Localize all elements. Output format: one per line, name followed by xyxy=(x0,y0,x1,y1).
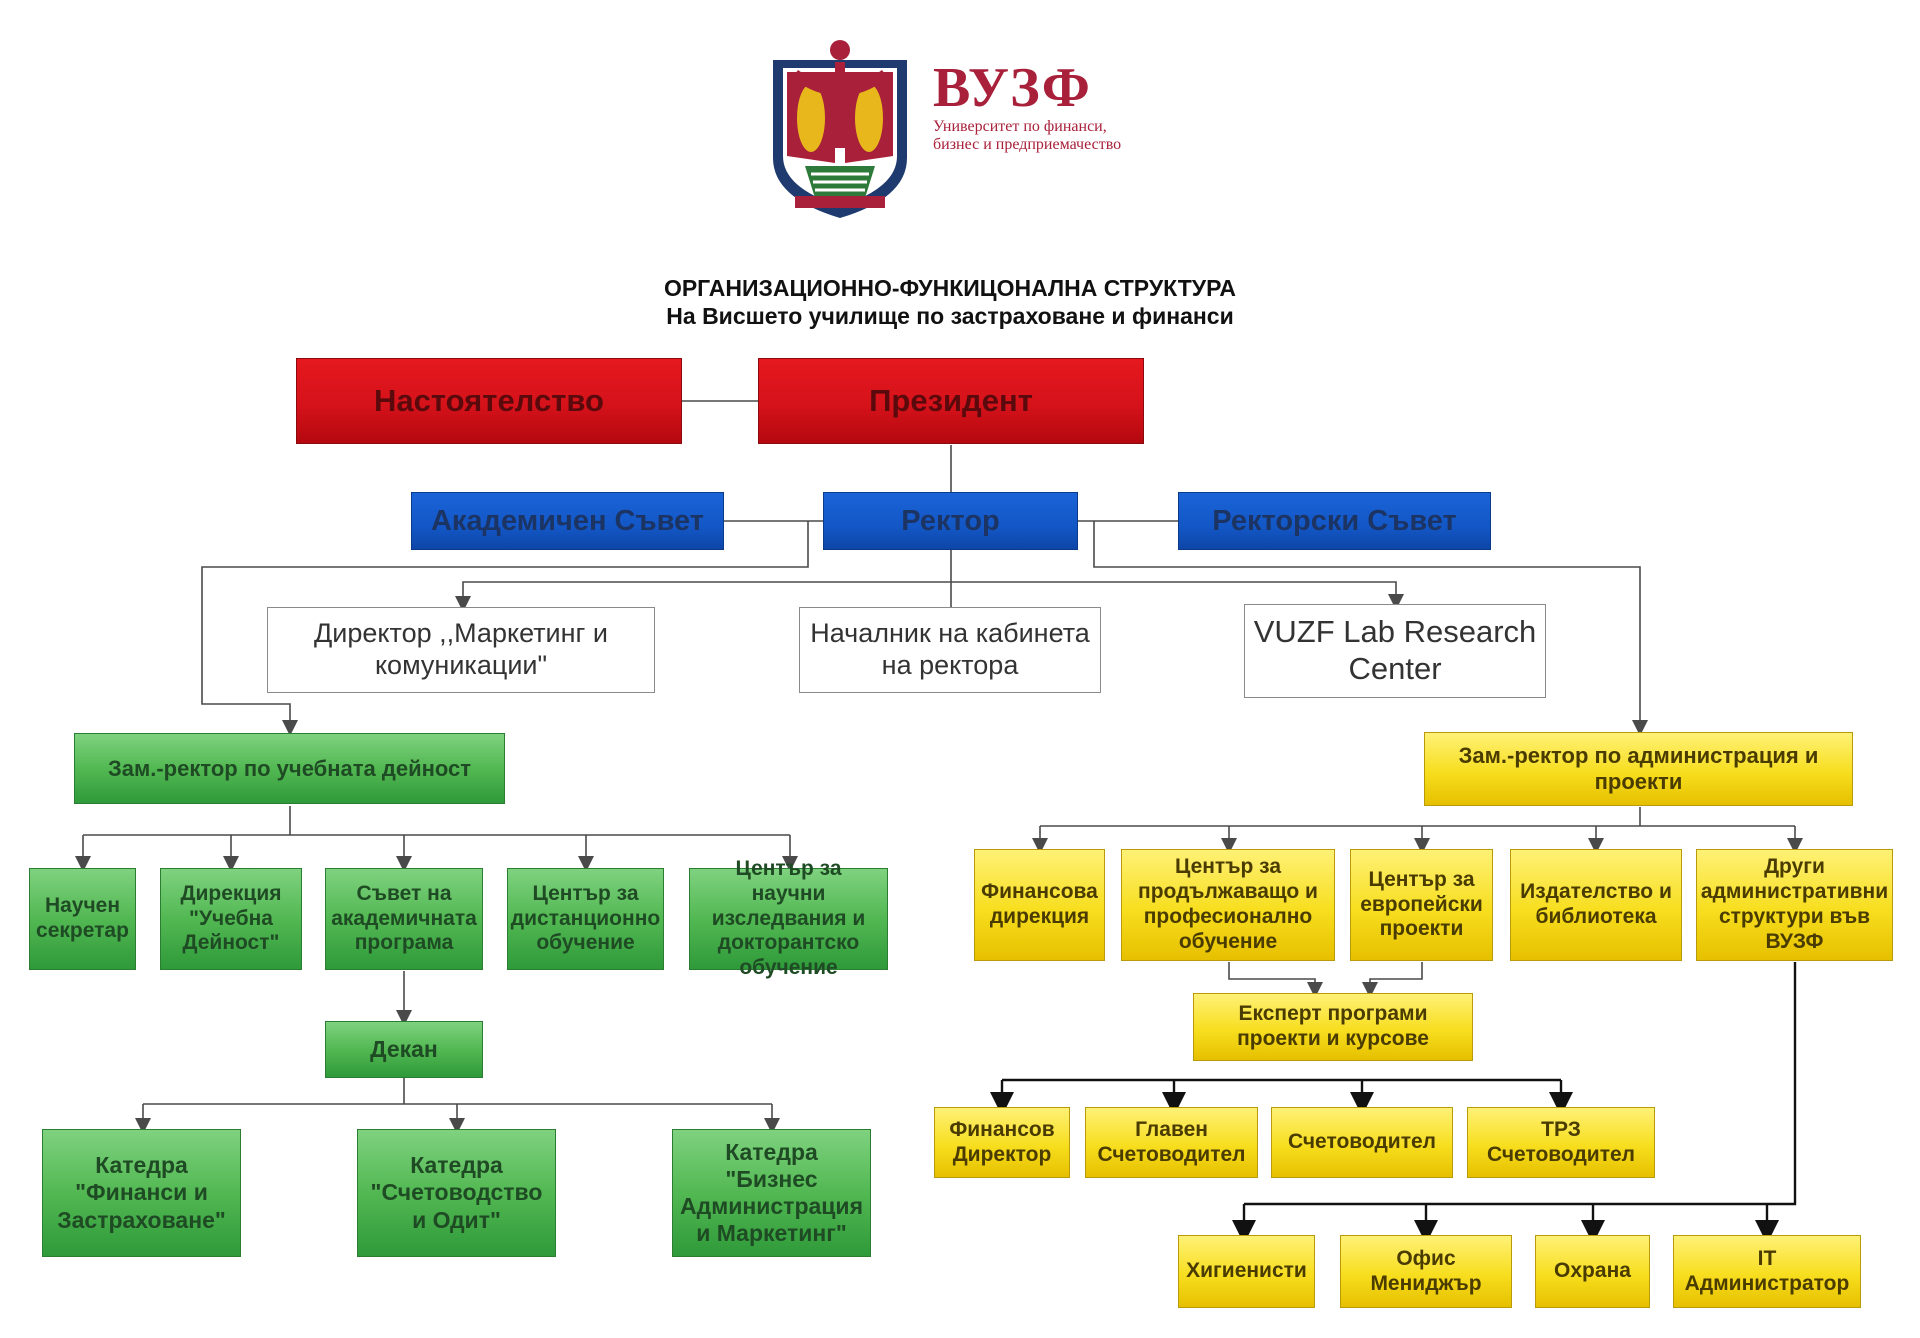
logo-abbreviation: ВУЗФ xyxy=(933,57,1092,119)
node-finance-staff: Финансов Директор xyxy=(934,1107,1070,1178)
node-academic-council: Академичен Съвет xyxy=(411,492,724,550)
node-support-staff: Офис Мениджър xyxy=(1340,1235,1512,1308)
chart-subtitle: На Висшето училище по застраховане и фин… xyxy=(666,303,1234,329)
node-academic-unit: Дирекция "Учебна Дейност" xyxy=(160,868,302,970)
node-expert-programs: Експерт програми проекти и курсове xyxy=(1193,993,1473,1061)
node-rector-council: Ректорски Съвет xyxy=(1178,492,1491,550)
node-admin-unit: Център за европейски проекти xyxy=(1350,849,1493,961)
node-support-staff: IT Администратор xyxy=(1673,1235,1861,1308)
node-finance-staff: ТРЗ Счетоводител xyxy=(1467,1107,1655,1178)
node-rector: Ректор xyxy=(823,492,1078,550)
node-finance-staff: Главен Счетоводител xyxy=(1085,1107,1258,1178)
node-president: Президент xyxy=(758,358,1144,444)
node-cabinet-head: Началник на кабинета на ректора xyxy=(799,607,1101,693)
node-department: Катедра "Бизнес Администрация и Маркетин… xyxy=(672,1129,871,1257)
node-admin-vice-rector: Зам.-ректор по администрация и проекти xyxy=(1424,732,1853,806)
node-board: Настоятелство xyxy=(296,358,682,444)
node-dean: Декан xyxy=(325,1021,483,1078)
node-academic-unit: Научен секретар xyxy=(29,868,136,970)
node-support-staff: Хигиенисти xyxy=(1178,1235,1315,1308)
node-admin-unit: Център за продължаващо и професионално о… xyxy=(1121,849,1335,961)
node-department: Катедра "Финанси и Застраховане" xyxy=(42,1129,241,1257)
node-academic-unit: Съвет на академичната програма xyxy=(325,868,483,970)
crest-icon xyxy=(773,40,907,218)
node-academic-unit: Център за научни изследвания и докторант… xyxy=(689,857,888,979)
node-support-staff: Охрана xyxy=(1535,1235,1650,1308)
node-admin-unit: Издателство и библиотека xyxy=(1510,849,1682,961)
university-logo: ВУЗФ Университет по финанси, бизнес и пр… xyxy=(765,38,1125,228)
node-admin-unit: Други административни структури във ВУЗФ xyxy=(1696,849,1893,961)
node-academic-unit: Център за дистанционно обучение xyxy=(507,868,664,970)
chart-title: ОРГАНИЗАЦИОННО-ФУНКИЦОНАЛНА СТРУКТУРА xyxy=(663,275,1237,301)
logo-subtitle: Университет по финанси, бизнес и предпри… xyxy=(933,118,1122,153)
node-marketing-director: Директор ,,Маркетинг и комуникации" xyxy=(267,607,655,693)
node-lab-research-center: VUZF Lab Research Center xyxy=(1244,604,1546,698)
node-admin-unit: Финансова дирекция xyxy=(974,849,1105,961)
node-department: Катедра "Счетоводство и Одит" xyxy=(357,1129,556,1257)
node-academic-vice-rector: Зам.-ректор по учебната дейност xyxy=(74,733,505,804)
node-finance-staff: Счетоводител xyxy=(1271,1107,1453,1178)
